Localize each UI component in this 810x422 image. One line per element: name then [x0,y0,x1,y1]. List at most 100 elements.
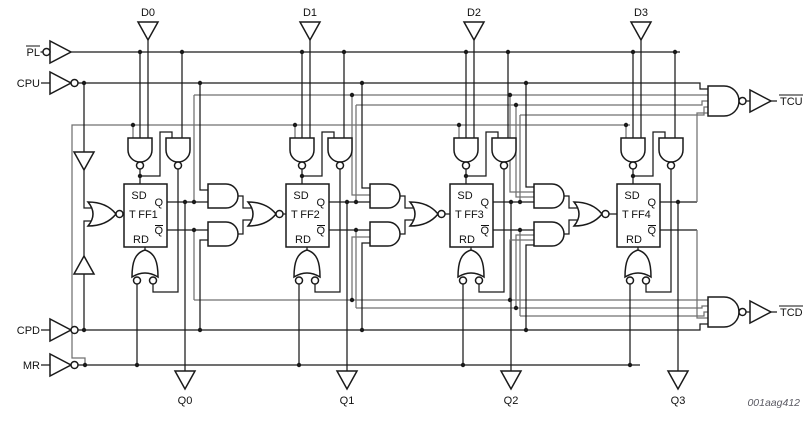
ff4-box [616,183,661,248]
inverter-bubble [275,209,284,219]
q1-output-buffer [335,370,359,391]
junction-dot [630,49,636,55]
ff1-pin-q: Q [154,197,163,209]
ff3-pin-t: T [455,209,462,221]
count-and-bottom-stage2 [207,221,239,247]
q1-tap [351,95,370,196]
q4bar-to-tcd [696,230,708,319]
tcd-output-buffer [749,299,773,325]
cpd-rise [525,244,534,330]
cpu-input-buffer [49,70,73,96]
junction-dot [627,362,633,368]
inverter-bubble [625,276,635,285]
junction-dot [623,122,629,128]
junction-dot [191,227,197,233]
output-label-q1: Q1 [340,395,355,407]
inverter-bubble [135,161,145,170]
ff4-pin-t: T [622,209,629,221]
inverter-bubble [601,209,610,219]
ff2-box [285,183,330,248]
inverter-bubble [42,47,51,57]
ff1-pin-sd: SD [131,190,146,202]
junction-dot [523,80,529,86]
and-to-nor [400,195,414,209]
mask-nand-ff3 [491,137,517,163]
inverter-bubble [474,276,484,285]
and-to-nor [564,219,578,235]
junction-dot [463,49,469,55]
ff1-pin-t: T [129,209,136,221]
q1-tap [509,95,534,193]
and-to-nor [238,195,252,209]
junction-dot [130,122,136,128]
inverter-bubble [335,161,345,170]
sd-nand-ff1 [127,137,153,163]
inverter-bubble [310,276,320,285]
buffer-to-nor [83,170,92,209]
sd-branch [466,131,499,177]
junction-dot [508,199,514,205]
pl-input-buffer [49,39,73,65]
output-label-q3: Q3 [671,395,686,407]
q3-output-buffer [666,370,690,391]
sd-nand-ff2 [289,137,315,163]
d0-input-buffer [136,21,160,42]
ff2-pin-t: T [291,209,298,221]
mask-nand-ff2 [327,137,353,163]
rd-gate-ff3 [457,249,485,279]
output-label-q2: Q2 [504,395,519,407]
junction-dot [299,49,305,55]
junction-dot [296,362,302,368]
sd-nand-ff4 [620,137,646,163]
junction-dot [672,49,678,55]
input-label-pl: PL [27,47,40,59]
inverter-bubble [132,276,142,285]
t-nor-stage4 [572,201,603,227]
inverter-bubble [738,307,747,317]
ff2-pin-q: Q [316,197,325,209]
q2b-feedback-bus [356,305,708,309]
junction-dot [134,362,140,368]
cpu-drop [199,83,208,191]
inverter-bubble [437,209,446,219]
t-nor-stage3 [408,201,439,227]
inverter-bubble [641,276,651,285]
rd-gate-ff1 [131,249,159,279]
d2-input-buffer [462,21,486,42]
ff3-pin-sd: SD [457,190,472,202]
junction-dot [82,362,88,368]
d3-input-buffer [629,21,653,42]
and-to-nor [400,219,414,235]
input-label-d1: D1 [303,7,317,19]
ff4-pin-rd: RD [626,234,642,246]
tcu-nand-gate [707,85,740,117]
input-label-d2: D2 [467,7,481,19]
inverter-bubble [738,96,747,106]
q0-output-buffer [173,370,197,391]
tcd-nand-gate [707,296,740,328]
figure-id-watermark: 001aag412 [747,397,800,409]
inverter-bubble [499,161,509,170]
sd-branch [140,131,173,177]
ff2-name: FF2 [300,209,320,221]
junction-dot [137,173,143,179]
junction-dot [359,80,365,86]
and-to-nor [564,195,578,209]
inverter-bubble [458,276,468,285]
junction-dot [505,49,511,55]
junction-dot [292,122,298,128]
load-rail [71,124,630,365]
ff1-pin-qbar: Q [154,225,163,237]
q2-tap [515,105,534,198]
junction-dot [341,49,347,55]
ff1-box [123,183,168,248]
junction-dot [507,297,513,303]
count-and-bottom-stage3 [369,221,401,247]
ff2-pin-rd: RD [295,234,311,246]
cpu-drop [525,83,534,188]
junction-dot [463,173,469,179]
ff3-box [449,183,494,248]
input-label-d3: D3 [634,7,648,19]
inverter-bubble [148,276,158,285]
